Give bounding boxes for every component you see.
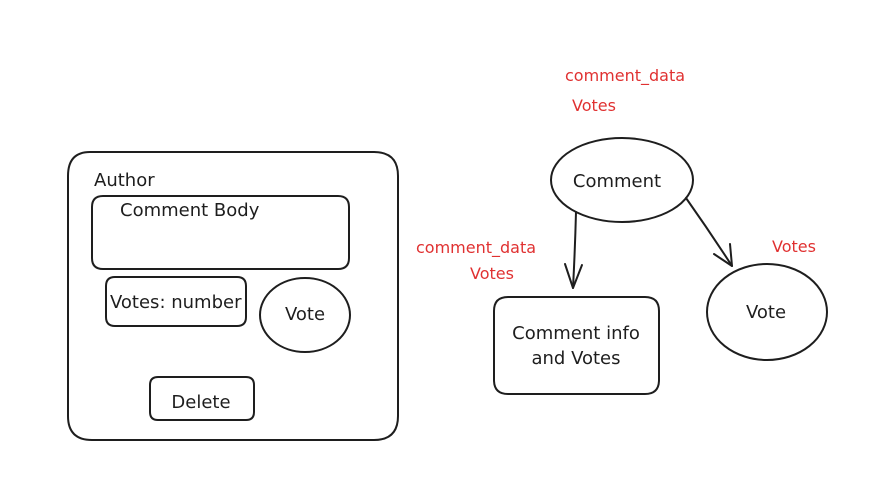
vote-node	[706, 263, 828, 361]
comment-card-mockup: Author Comment Body Votes: number Vote D…	[67, 151, 399, 441]
vote-node-label: Vote	[746, 302, 786, 323]
comment-node	[550, 137, 694, 223]
vote-prop-votes: Votes	[772, 237, 816, 256]
comment-body-label: Comment Body	[120, 200, 260, 221]
vote-button-label: Vote	[285, 304, 325, 325]
card-frame	[67, 151, 399, 441]
info-prop-votes: Votes	[470, 264, 514, 283]
comment-info-node	[493, 296, 660, 395]
arrow-to-comment-info	[572, 211, 577, 289]
root-prop-votes: Votes	[572, 96, 616, 115]
votes-field-label: Votes: number	[110, 292, 242, 313]
arrow-to-comment-info-head	[564, 263, 583, 289]
delete-button-label: Delete	[171, 392, 230, 413]
arrow-to-vote	[685, 197, 733, 267]
root-prop-comment-data: comment_data	[565, 66, 685, 86]
comment-info-label-line2: and Votes	[531, 348, 620, 369]
comment-body-box	[91, 195, 350, 270]
arrow-to-vote-head	[713, 243, 733, 267]
comment-info-label-line1: Comment info	[512, 323, 640, 344]
vote-button-circle	[259, 277, 351, 353]
author-label: Author	[94, 170, 155, 191]
votes-field-box	[105, 276, 247, 327]
info-prop-comment-data: comment_data	[416, 238, 536, 258]
comment-node-label: Comment	[573, 171, 661, 192]
component-tree: comment_data Votes Comment comment_data …	[416, 66, 828, 395]
delete-button-box	[149, 376, 255, 421]
